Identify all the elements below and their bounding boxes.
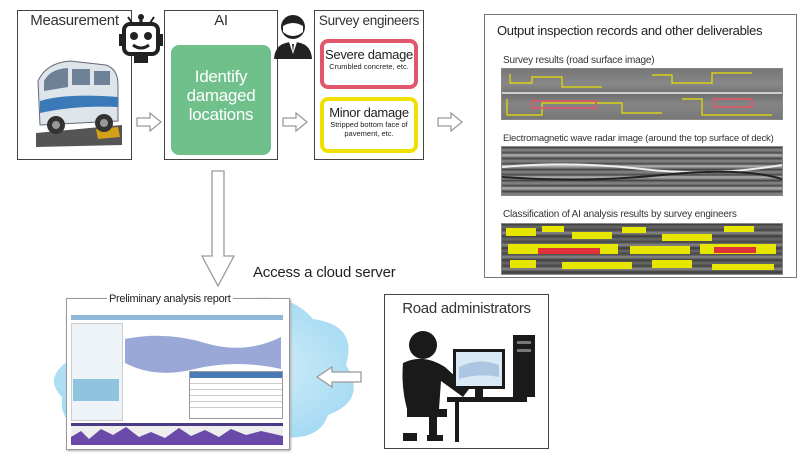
ai-box: AI Identify damaged locations — [164, 10, 278, 160]
output-title: Output inspection records and other deli… — [497, 23, 763, 38]
report-sidebar-block — [73, 379, 119, 401]
classification-image — [501, 223, 783, 275]
output-item-label: Survey results (road surface image) — [503, 55, 655, 66]
radar-image — [501, 146, 783, 196]
ai-title: AI — [214, 12, 228, 29]
minor-damage-box: Minor damage Stripped bottom face of pav… — [320, 97, 418, 153]
output-item-label: Classification of AI analysis results by… — [503, 209, 737, 220]
arrow-left-icon — [316, 366, 362, 388]
report-toolbar — [71, 315, 283, 320]
arrow-right-icon — [282, 112, 308, 132]
report-sidebar — [71, 323, 123, 421]
report-bottom-chart — [71, 423, 283, 445]
ai-process-block — [171, 45, 271, 155]
computer-user-icon — [402, 331, 535, 442]
output-box: Output inspection records and other deli… — [484, 14, 797, 278]
arrow-down-icon — [200, 170, 236, 288]
minor-damage-title: Minor damage — [329, 105, 409, 120]
road-administrators-box: Road administrators — [384, 294, 549, 449]
severe-damage-box: Severe damage Crumbled concrete, etc. — [320, 39, 418, 89]
survey-engineers-box: Survey engineers Severe damage Crumbled … — [314, 10, 424, 160]
road-surface-image — [501, 68, 783, 120]
report-window: Preliminary analysis report — [66, 293, 290, 450]
cloud-access-label: Access a cloud server — [253, 264, 396, 281]
severe-damage-note: Crumbled concrete, etc. — [329, 62, 409, 71]
admin-title: Road administrators — [402, 300, 531, 317]
robot-icon — [119, 14, 163, 63]
minor-damage-note: Stripped bottom face of pavement, etc. — [330, 120, 408, 138]
ai-label: Identify damaged locations — [186, 67, 256, 124]
arrow-right-icon — [437, 112, 463, 132]
measurement-title: Measurement — [30, 12, 119, 29]
measurement-box: Measurement — [17, 10, 132, 160]
survey-title: Survey engineers — [318, 13, 420, 28]
output-item-label: Electromagnetic wave radar image (around… — [503, 133, 774, 144]
arrow-right-icon — [136, 112, 162, 132]
report-title: Preliminary analysis report — [107, 293, 233, 305]
van-icon — [36, 60, 122, 147]
report-table — [189, 371, 283, 419]
engineer-icon — [274, 15, 312, 59]
severe-damage-title: Severe damage — [325, 47, 413, 62]
report-main-chart — [125, 335, 281, 373]
